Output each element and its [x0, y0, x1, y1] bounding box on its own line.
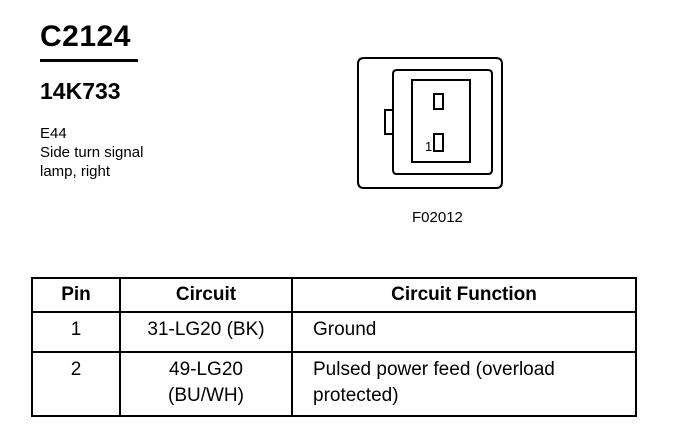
circuit-cell: 49-LG20 (BU/WH) — [119, 351, 293, 417]
pin-table: Pin Circuit Circuit Function 1 31-LG20 (… — [31, 277, 637, 417]
locking-tab — [384, 109, 393, 135]
table-row: 1 31-LG20 (BK) Ground — [31, 311, 637, 353]
connector-inner-body — [392, 69, 493, 175]
title-underline — [40, 59, 138, 62]
part-number: 14K733 — [40, 78, 121, 104]
description-line-2: lamp, right — [40, 163, 111, 180]
function-line-1: Ground — [313, 319, 377, 340]
function-line-2: protected) — [313, 385, 399, 406]
header-pin: Pin — [31, 277, 121, 313]
pin-cell: 2 — [31, 351, 121, 417]
location-code: E44 — [40, 125, 67, 142]
pin-cell: 1 — [31, 311, 121, 353]
connector-id: C2124 — [40, 20, 131, 53]
connector-face-diagram: 1 — [357, 57, 503, 189]
figure-code: F02012 — [412, 209, 463, 226]
header-circuit: Circuit — [119, 277, 293, 313]
table-header-row: Pin Circuit Circuit Function — [31, 277, 637, 313]
circuit-line-1: 31-LG20 (BK) — [147, 319, 265, 340]
function-line-1: Pulsed power feed (overload — [313, 359, 555, 380]
connector-housing — [357, 57, 503, 189]
circuit-line-1: 49-LG20 — [169, 359, 243, 380]
circuit-cell: 31-LG20 (BK) — [119, 311, 293, 353]
description-line-1: Side turn signal — [40, 144, 144, 161]
function-cell: Pulsed power feed (overload protected) — [291, 351, 637, 417]
function-cell: Ground — [291, 311, 637, 353]
header-circuit-function: Circuit Function — [291, 277, 637, 313]
table-row: 2 49-LG20 (BU/WH) Pulsed power feed (ove… — [31, 351, 637, 417]
circuit-line-2: (BU/WH) — [168, 385, 244, 406]
pin-cavity-frame — [411, 79, 471, 163]
pin-1-terminal — [433, 133, 444, 152]
connector-description: E44 Side turn signal lamp, right — [40, 124, 143, 181]
pin-2-terminal — [433, 93, 444, 110]
pin-1-label: 1 — [425, 139, 432, 154]
